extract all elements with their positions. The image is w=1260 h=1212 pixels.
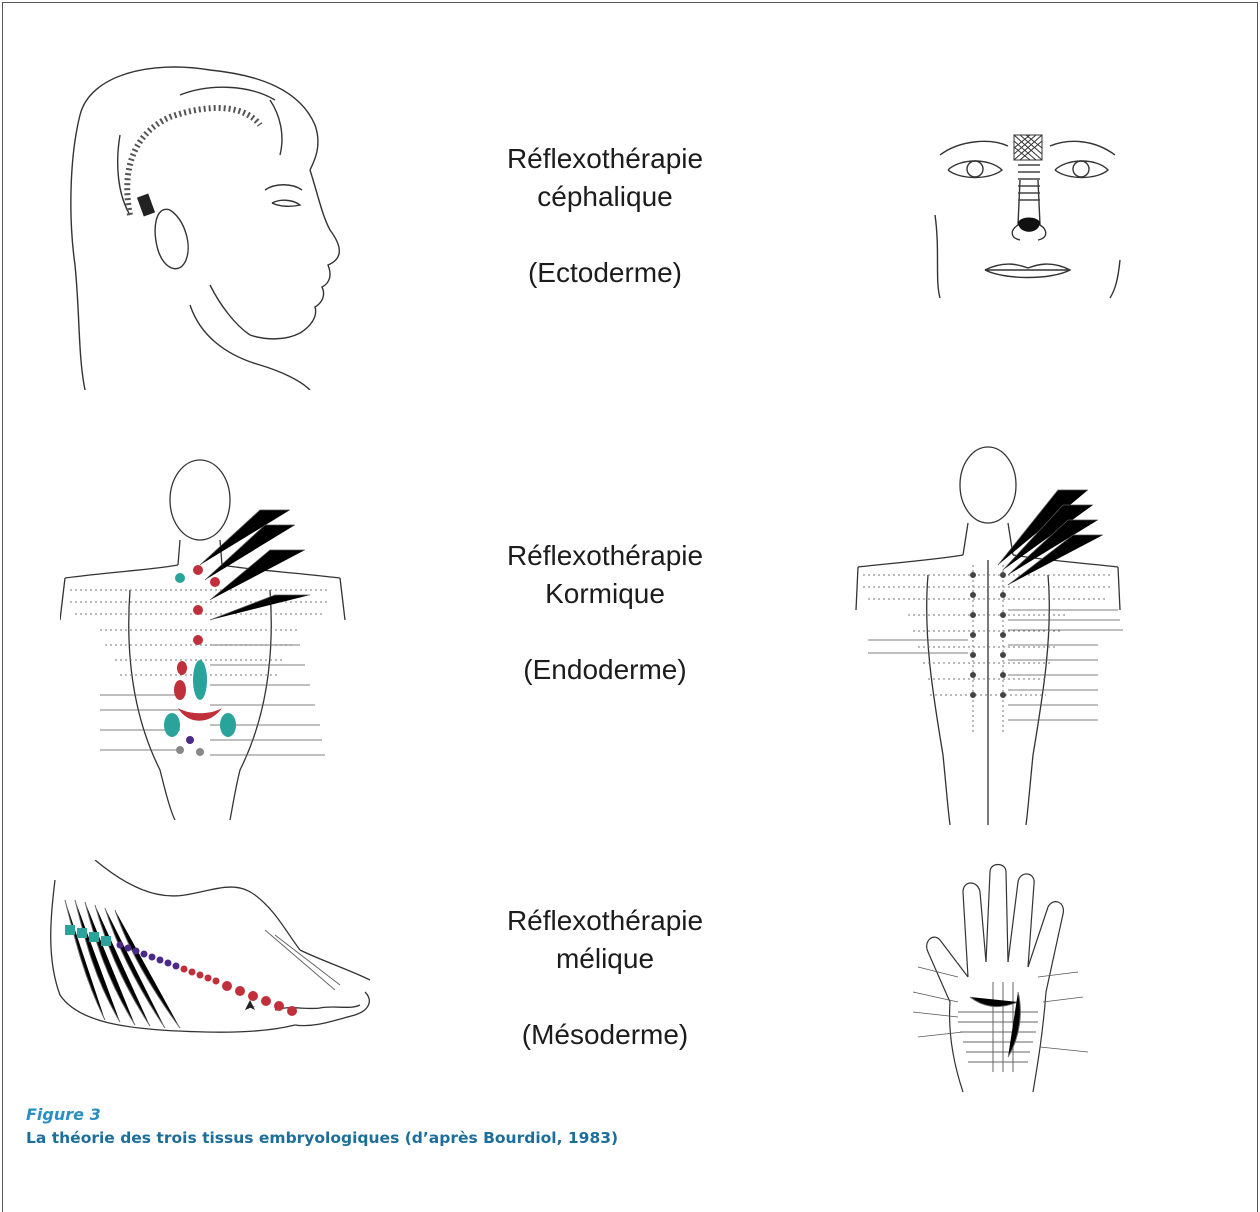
row-endoderme-label: Réflexothérapie Kormique (Endoderme) bbox=[440, 537, 770, 689]
row-ectoderme-label: Réflexothérapie céphalique (Ectoderme) bbox=[440, 140, 770, 292]
figure-description: La théorie des trois tissus embryologiqu… bbox=[26, 1126, 618, 1150]
hand-palm-illustration bbox=[908, 862, 1098, 1112]
body-front-illustration bbox=[60, 440, 350, 820]
figure-caption: Figure 3 La théorie des trois tissus emb… bbox=[26, 1104, 618, 1150]
row-title-line2: céphalique bbox=[440, 178, 770, 216]
figure-label: Figure 3 bbox=[26, 1104, 618, 1126]
row-title-line1: Réflexothérapie bbox=[440, 902, 770, 940]
row-title-line1: Réflexothérapie bbox=[440, 140, 770, 178]
body-back-illustration bbox=[848, 435, 1148, 825]
row-title-line2: Kormique bbox=[440, 575, 770, 613]
foot-illustration bbox=[35, 860, 375, 1040]
row-mesoderme-label: Réflexothérapie mélique (Mésoderme) bbox=[440, 902, 770, 1054]
head-profile-illustration bbox=[60, 55, 350, 390]
face-front-illustration bbox=[930, 120, 1125, 300]
row-title-line1: Réflexothérapie bbox=[440, 537, 770, 575]
row-layer: (Mésoderme) bbox=[440, 1016, 770, 1054]
row-title-line2: mélique bbox=[440, 940, 770, 978]
row-layer: (Ectoderme) bbox=[440, 254, 770, 292]
row-layer: (Endoderme) bbox=[440, 651, 770, 689]
